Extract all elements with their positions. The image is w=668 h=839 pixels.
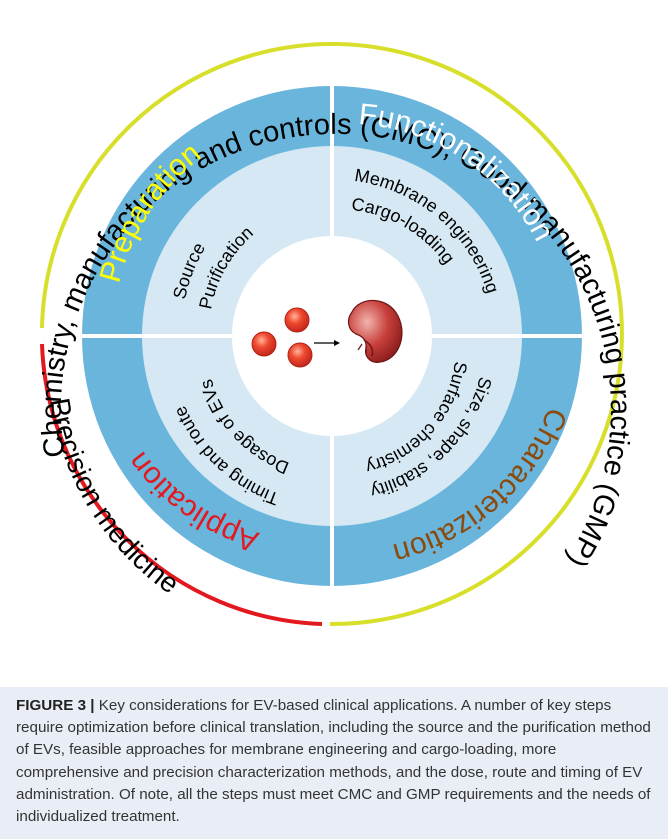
cmc-gmp-arc bbox=[40, 42, 624, 627]
ev-particle-icon bbox=[287, 342, 313, 368]
center-disk bbox=[232, 236, 432, 436]
caption-label: FIGURE 3 | bbox=[16, 697, 95, 714]
precision-medicine-arc bbox=[40, 343, 323, 626]
ev-diagram: Chemistry, manufacturing and controls (C… bbox=[36, 42, 636, 627]
arrow-icon bbox=[314, 340, 340, 346]
caption-body: Key considerations for EV-based clinical… bbox=[16, 697, 651, 826]
ev-particle-icon bbox=[251, 331, 277, 357]
caption-text: FIGURE 3 | Key considerations for EV-bas… bbox=[16, 695, 652, 828]
ev-particle-icon bbox=[284, 307, 310, 333]
figure-caption: FIGURE 3 | Key considerations for EV-bas… bbox=[0, 687, 668, 839]
kidney-icon bbox=[347, 299, 403, 363]
